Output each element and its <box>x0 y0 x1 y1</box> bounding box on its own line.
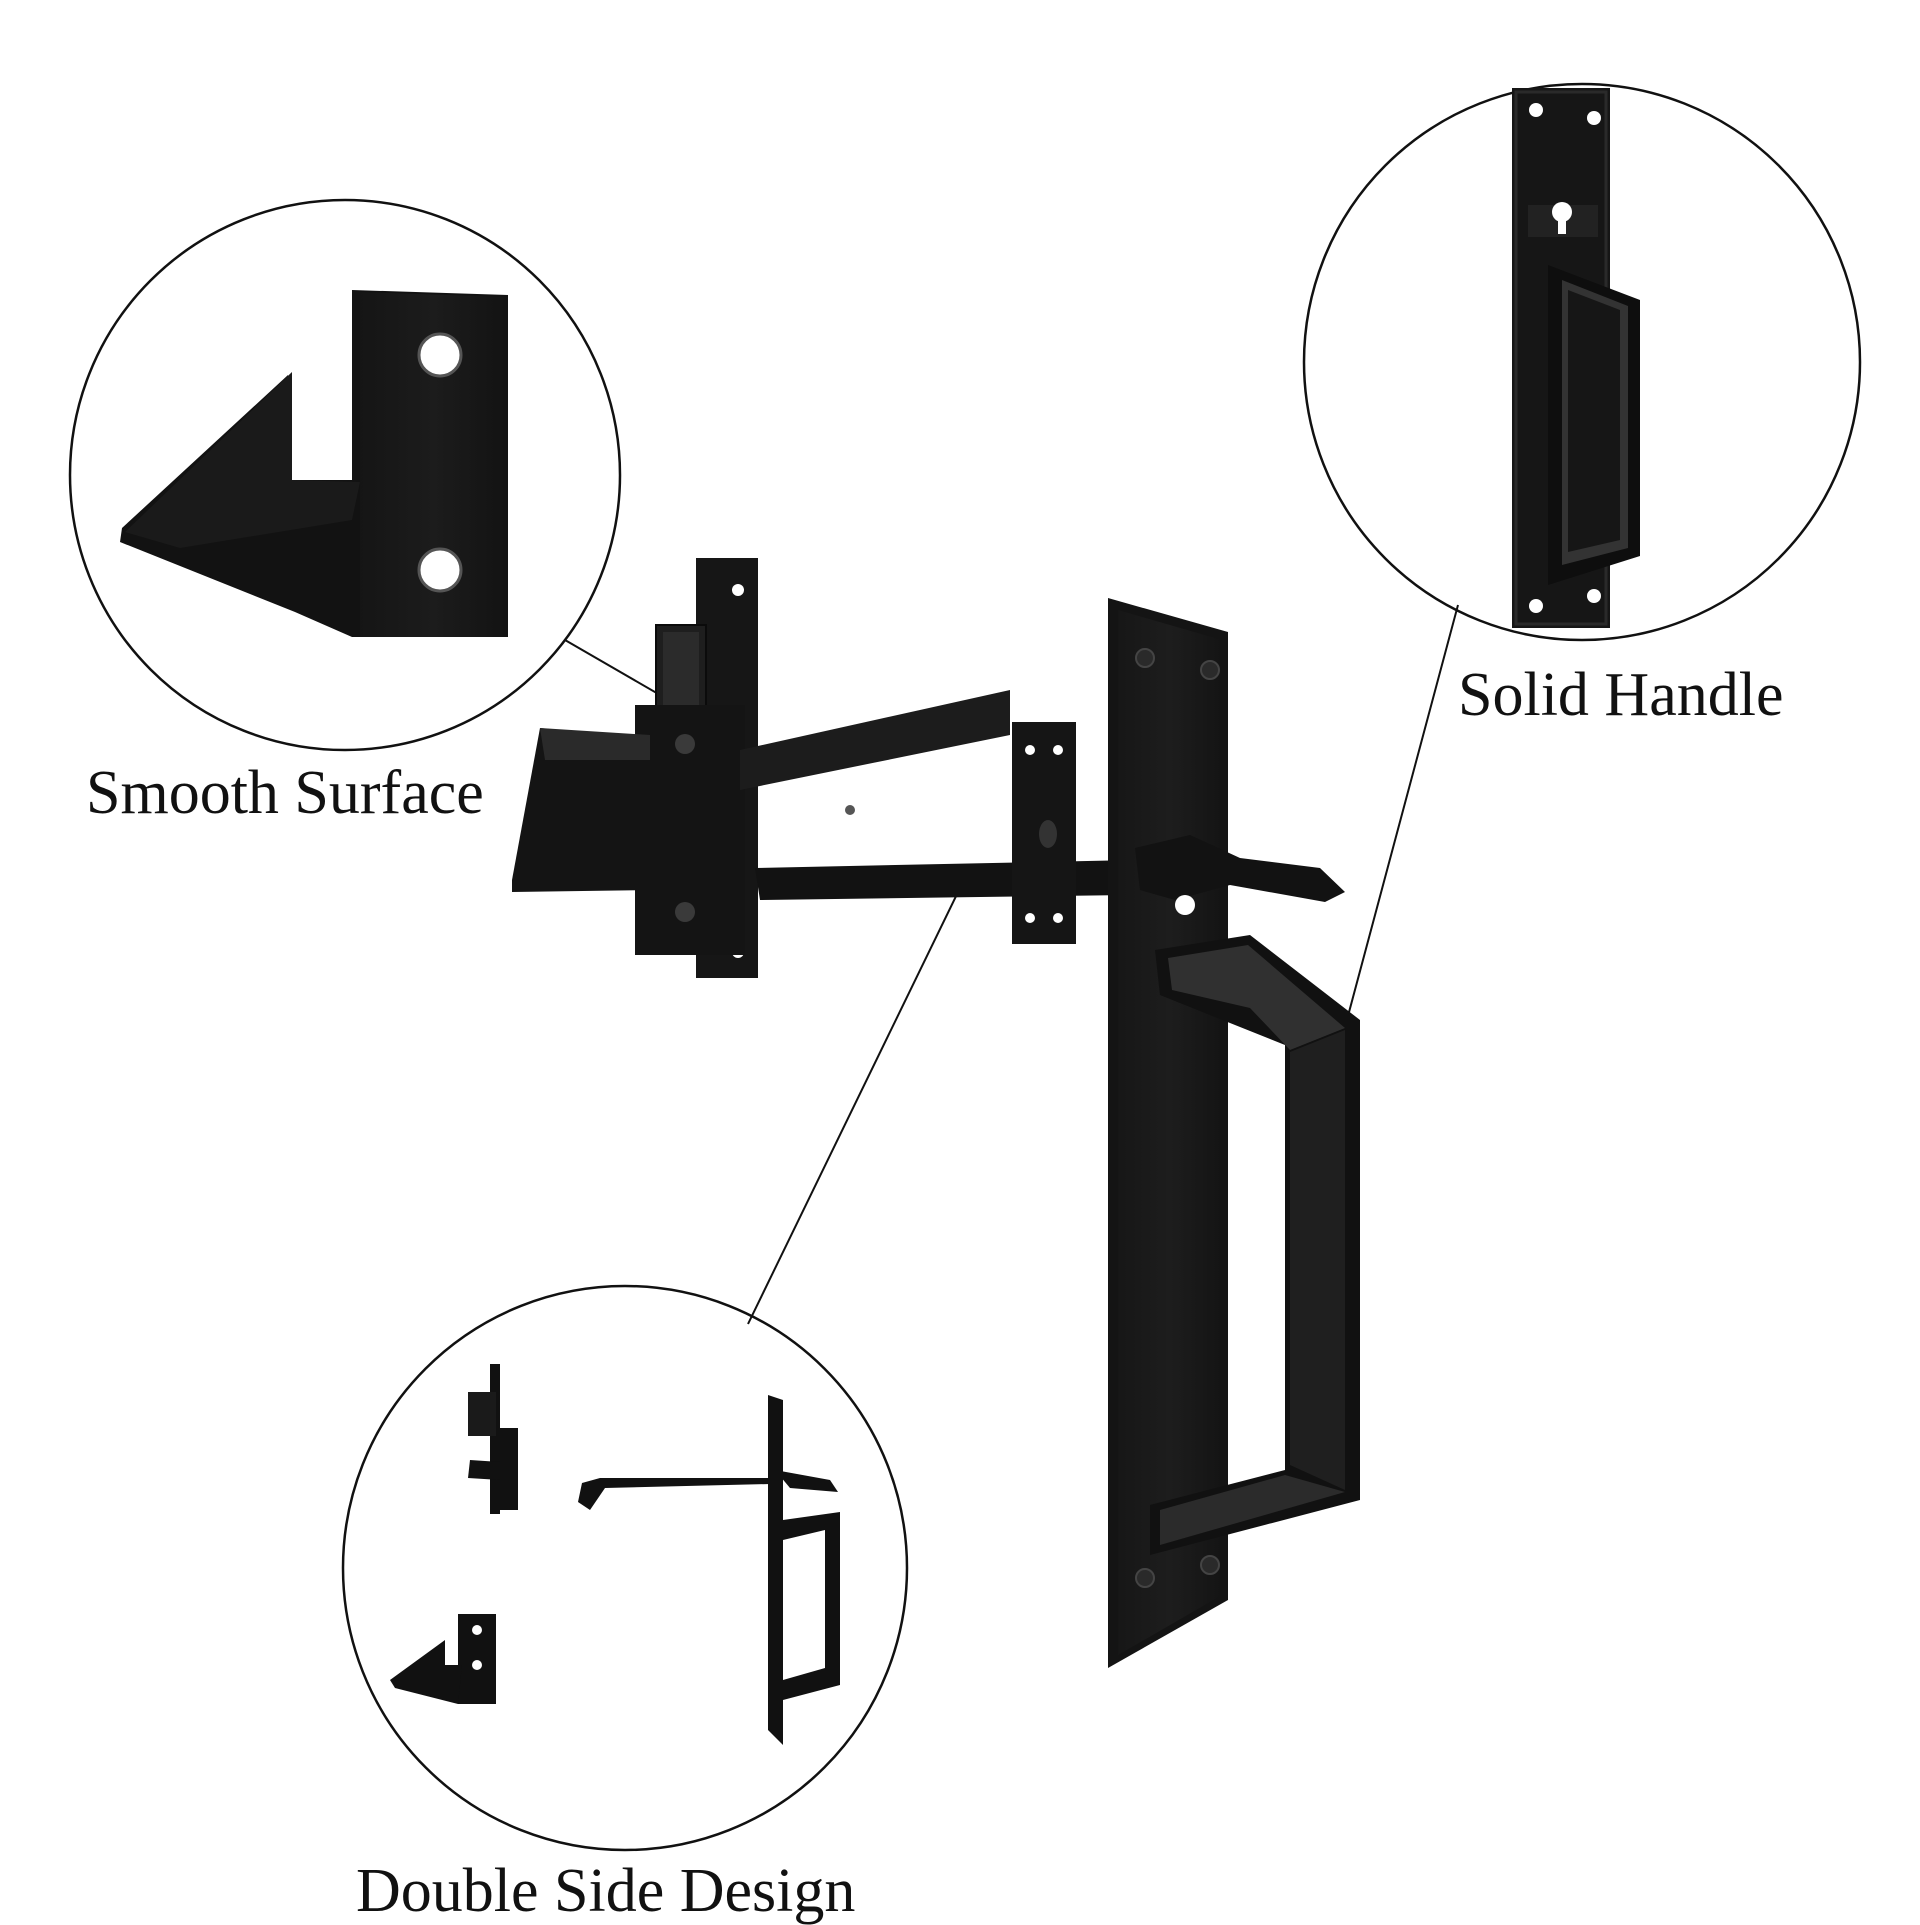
leader-line-double-side <box>747 887 961 1325</box>
gate-latch-assembly-icon <box>512 558 1360 1668</box>
latch-kit-components-icon <box>390 1364 840 1745</box>
pull-handle-plate-icon <box>1512 88 1640 628</box>
callout-circle-solid-handle <box>1302 82 1862 642</box>
callout-circle-smooth-surface <box>68 198 622 752</box>
callout-circle-double-side <box>341 1284 909 1852</box>
strike-plate-icon <box>120 290 508 637</box>
callout-label-solid-handle: Solid Handle <box>1458 661 1784 729</box>
callout-label-smooth-surface: Smooth Surface <box>86 759 484 827</box>
callout-label-double-side-design: Double Side Design <box>356 1857 856 1925</box>
